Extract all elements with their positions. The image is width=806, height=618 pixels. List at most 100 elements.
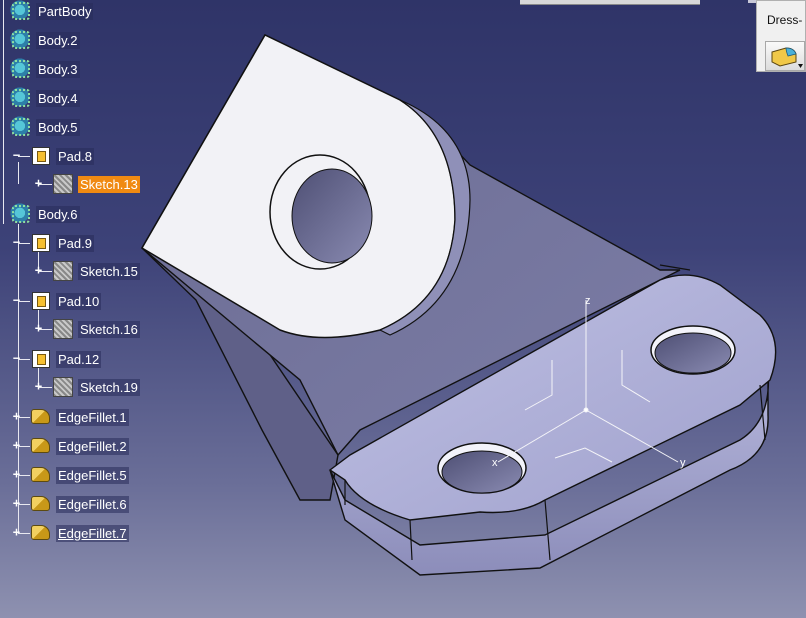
collapse-toggle[interactable]: −: [12, 235, 21, 249]
body-icon: [10, 58, 32, 80]
tree-item-edgefillet-2[interactable]: + EdgeFillet.2: [13, 435, 129, 457]
tree-item-body-3[interactable]: Body.3: [10, 58, 80, 80]
tree-item-label[interactable]: Body.6: [36, 205, 80, 223]
tree-item-label[interactable]: EdgeFillet.7: [56, 524, 129, 542]
expand-toggle[interactable]: +: [34, 263, 43, 277]
tree-item-edgefillet-7[interactable]: + EdgeFillet.7: [13, 522, 129, 544]
lug-hole-bore: [291, 168, 373, 264]
tree-item-body-4[interactable]: Body.4: [10, 87, 80, 109]
tree-line: [18, 417, 30, 418]
tree-item-label[interactable]: Pad.8: [56, 147, 94, 165]
collapse-toggle[interactable]: −: [12, 351, 21, 365]
tree-line: [38, 364, 39, 388]
tree-item-label[interactable]: Sketch.15: [78, 262, 140, 280]
edge-fillet-icon: [771, 47, 803, 68]
pad-icon: [32, 234, 50, 252]
tree-item-label[interactable]: EdgeFillet.6: [56, 495, 129, 513]
tree-line: [38, 387, 52, 388]
tree-item-label[interactable]: Body.3: [36, 60, 80, 78]
tree-line: [3, 0, 4, 224]
tree-line: [18, 446, 30, 447]
expand-toggle[interactable]: +: [34, 321, 43, 335]
tree-line: [18, 475, 30, 476]
tree-item-sketch-15[interactable]: + Sketch.15: [35, 260, 140, 282]
tree-item-body-2[interactable]: Body.2: [10, 29, 80, 51]
sketch-icon: [53, 174, 73, 194]
cad-part-model[interactable]: [140, 34, 777, 576]
edge-fillet-icon: [31, 496, 50, 511]
tree-item-label[interactable]: Body.2: [36, 31, 80, 49]
axis-triad: [497, 300, 679, 463]
tree-item-sketch-19[interactable]: + Sketch.19: [35, 376, 140, 398]
collapse-toggle[interactable]: −: [12, 148, 21, 162]
pad-icon: [32, 292, 50, 310]
expand-toggle[interactable]: +: [12, 467, 21, 481]
body-icon: [10, 203, 32, 225]
tree-item-edgefillet-5[interactable]: + EdgeFillet.5: [13, 464, 129, 486]
axis-label-z: z: [585, 295, 591, 307]
sketch-icon: [53, 261, 73, 281]
expand-toggle[interactable]: +: [34, 176, 43, 190]
wall-plate-junction: [659, 264, 691, 271]
base-hole-front-bore: [441, 450, 523, 494]
tree-line: [18, 301, 30, 302]
tree-line: [38, 271, 52, 272]
tree-item-label[interactable]: Body.5: [36, 118, 80, 136]
tree-item-label[interactable]: Sketch.13: [78, 175, 140, 193]
axis-label-y: y: [680, 457, 686, 469]
tree-item-pad-9[interactable]: − Pad.9: [13, 232, 94, 254]
body-gear-icon: [10, 0, 32, 22]
edge-fillet-button[interactable]: [765, 41, 805, 71]
tree-line: [18, 359, 30, 360]
base-hole-back-bore: [654, 332, 732, 374]
tree-line: [18, 224, 19, 534]
tree-line: [18, 156, 30, 157]
tree-line: [18, 504, 30, 505]
tree-item-label[interactable]: Pad.12: [56, 350, 102, 368]
tree-item-label[interactable]: Sketch.16: [78, 320, 140, 338]
tree-item-pad-12[interactable]: − Pad.12: [13, 348, 102, 370]
tree-item-pad-8[interactable]: − Pad.8: [13, 145, 94, 167]
expand-toggle[interactable]: +: [12, 438, 21, 452]
sketch-icon: [53, 377, 73, 397]
collapse-toggle[interactable]: −: [12, 293, 21, 307]
tree-item-label[interactable]: EdgeFillet.1: [56, 408, 129, 426]
tree-item-label[interactable]: Pad.10: [56, 292, 102, 310]
tree-line: [38, 248, 39, 272]
tree-item-label[interactable]: EdgeFillet.2: [56, 437, 129, 455]
tree-item-sketch-13[interactable]: + Sketch.13: [35, 173, 140, 195]
tree-line: [38, 329, 52, 330]
tree-item-label[interactable]: PartBody: [36, 2, 94, 20]
plate-fillet-edge: [344, 384, 766, 561]
expand-toggle[interactable]: +: [12, 496, 21, 510]
specification-tree[interactable]: PartBody Body.2 Body.3 Body.4 Body.5 − P…: [0, 0, 200, 618]
sketch-icon: [53, 319, 73, 339]
tree-item-body-5[interactable]: Body.5: [10, 116, 80, 138]
edge-fillet-icon: [31, 438, 50, 453]
tree-item-sketch-16[interactable]: + Sketch.16: [35, 318, 140, 340]
tree-line: [38, 306, 39, 330]
tree-item-body-6[interactable]: Body.6: [10, 203, 80, 225]
edge-fillet-icon: [31, 409, 50, 424]
edge-fillet-icon: [31, 467, 50, 482]
expand-toggle[interactable]: +: [34, 379, 43, 393]
axis-label-x: x: [492, 457, 498, 469]
tree-item-label[interactable]: EdgeFillet.5: [56, 466, 129, 484]
toolbar-strip[interactable]: [520, 0, 700, 5]
tree-item-edgefillet-6[interactable]: + EdgeFillet.6: [13, 493, 129, 515]
tree-line: [18, 533, 30, 534]
tree-item-partbody[interactable]: PartBody: [10, 0, 94, 22]
dress-up-toolbar-title: Dress-: [767, 13, 803, 27]
tree-item-label[interactable]: Pad.9: [56, 234, 94, 252]
tree-item-label[interactable]: Body.4: [36, 89, 80, 107]
body-icon: [10, 116, 32, 138]
expand-toggle[interactable]: +: [12, 525, 21, 539]
tree-item-pad-10[interactable]: − Pad.10: [13, 290, 102, 312]
tree-line: [18, 243, 30, 244]
tree-item-label[interactable]: Sketch.19: [78, 378, 140, 396]
tree-item-edgefillet-1[interactable]: + EdgeFillet.1: [13, 406, 129, 428]
edge-fillet-icon: [31, 525, 50, 540]
expand-toggle[interactable]: +: [12, 409, 21, 423]
tree-line: [18, 162, 19, 184]
